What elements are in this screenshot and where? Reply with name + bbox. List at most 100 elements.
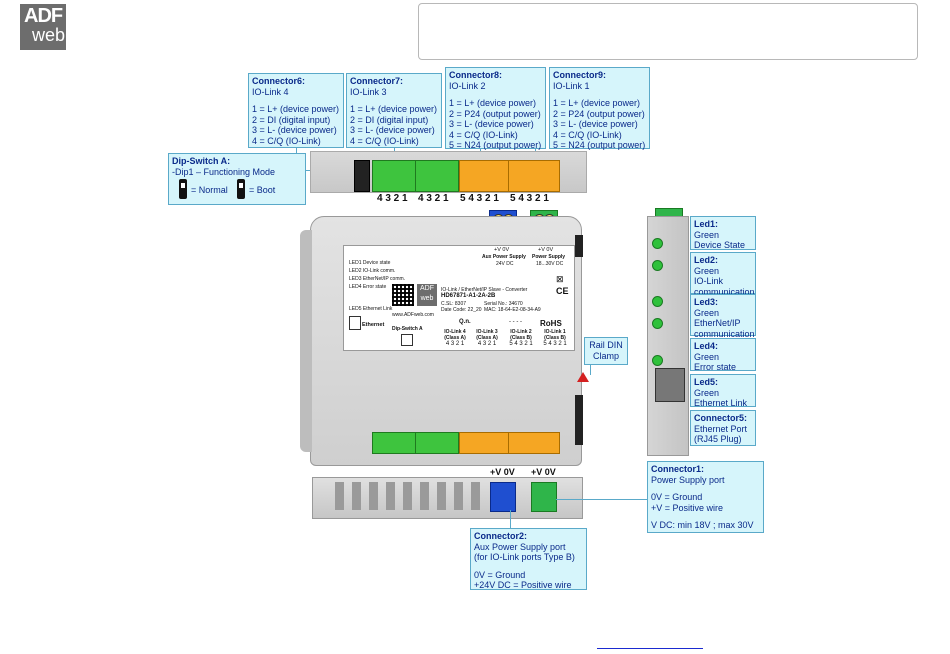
led4-line: Error state [694, 362, 737, 372]
connector8-line: 5 = N24 (output power) [449, 140, 542, 150]
connector2-line: (for IO-Link ports Type B) [474, 552, 575, 562]
connector9-line: 3 = L- (device power) [553, 119, 638, 129]
port-name: IO-Link 2 [510, 329, 532, 335]
connector2-line: Aux Power Supply port [474, 541, 566, 552]
led5-line: Ethernet Link [694, 398, 748, 408]
port-name: IO-Link 4 [444, 329, 466, 335]
label-led-text: LED4 Error state [349, 284, 387, 290]
connector6-line: 1 = L+ (device power) [252, 104, 340, 114]
mac-text: MAC: 18-64-E2-08-34-A9 [484, 307, 541, 313]
dipswitch-normal-label: = Normal [191, 185, 228, 195]
vent-slot [420, 482, 429, 510]
led2-icon [652, 260, 663, 271]
aux-voltage-text: 24V DC [496, 261, 514, 267]
led2-line: communication [694, 286, 755, 297]
connector1-callout: Connector1: Power Supply port 0V = Groun… [647, 461, 764, 533]
label-led-text: LED1 Device state [349, 260, 391, 266]
website-text: www.ADFweb.com [392, 312, 434, 318]
port-class: (Class B) [510, 335, 532, 341]
bottom-terminal-green [415, 432, 459, 454]
logo-text-adf: ADF [24, 5, 63, 27]
label-port-4: IO-Link 4 (Class A) 4 3 2 1 [440, 329, 470, 347]
ce-mark-icon: CE [556, 286, 569, 296]
connector6-line: 4 = C/Q (IO-Link) [252, 135, 321, 146]
pin-numbers-conn7: 4 3 2 1 [418, 193, 449, 204]
port-pins: 5 4 3 2 1 [509, 341, 533, 347]
connector9-line: 1 = L+ (device power) [553, 98, 641, 108]
pwr-name-text: Power Supply [532, 254, 566, 260]
connector2-line: +24V DC = Positive wire [474, 580, 572, 590]
connector9-line: 5 = N24 (output power) [553, 140, 646, 150]
footer-link-underline[interactable] [597, 648, 703, 649]
rail-clip-bottom [575, 395, 583, 445]
bottom-terminal-orange [459, 432, 509, 454]
led1-callout: Led1: Green Device State [690, 216, 756, 250]
logo-text-web: web [32, 25, 66, 45]
led1-icon [652, 238, 663, 249]
pwr-pins-label: +V 0V [531, 467, 556, 477]
connector1-note: V DC: min 18V ; max 30V [651, 520, 754, 530]
connector7-line: 2 = DI (digital input) [350, 114, 429, 125]
rail-din-callout: Rail DIN Clamp [584, 337, 628, 365]
pwr-top-text: +V 0V [538, 247, 554, 253]
connector7-title: Connector7: [350, 76, 404, 86]
connector6-line: 3 = L- (device power) [252, 125, 337, 135]
csl-text: C.SL: 8307 [441, 301, 467, 307]
connector9-line: 4 = C/Q (IO-Link) [553, 129, 622, 140]
aux-pins-label: +V 0V [490, 467, 515, 477]
connector7-subtitle: IO-Link 3 [350, 86, 387, 97]
ethernet-port-icon [349, 316, 361, 330]
connector8-title: Connector8: [449, 70, 503, 80]
vent-slot [369, 482, 378, 510]
date-code-text: Date Code: 22_20 [441, 307, 482, 313]
connector2-callout: Connector2: Aux Power Supply port (for I… [470, 528, 587, 590]
led3-line: communication [694, 328, 755, 339]
dip-boot-icon [237, 179, 245, 199]
led1-title: Led1: [694, 219, 719, 229]
led2-line: IO-Link [694, 276, 724, 286]
dip-switch[interactable] [354, 160, 370, 192]
bottom-power-supply-terminal [531, 482, 557, 512]
connector9-title: Connector9: [553, 70, 607, 80]
model-text: HD67871-A1-2A-2B [441, 293, 496, 299]
connector7-callout: Connector7: IO-Link 3 1 = L+ (device pow… [346, 73, 442, 148]
led2-title: Led2: [694, 255, 719, 265]
label-logo-adf: ADF [420, 285, 434, 292]
connector8-terminal [459, 160, 509, 192]
rail-line1: Rail DIN [589, 340, 623, 350]
rail-line2: Clamp [592, 350, 619, 361]
led1-line: Device State [694, 240, 746, 250]
bottom-terminal-green [372, 432, 416, 454]
rail-clamp-arrow-icon [577, 372, 589, 382]
device-left-edge [300, 230, 312, 452]
dipswitch-boot-label: = Boot [249, 185, 276, 195]
leader-line [590, 365, 591, 375]
dipswitch-subtitle: -Dip1 – Functioning Mode [172, 166, 276, 177]
led1-line: Green [694, 229, 720, 240]
qn-text: Q.n. [459, 319, 471, 325]
connector6-terminal [372, 160, 416, 192]
dipswitch-title: Dip-Switch A: [172, 156, 231, 166]
port-pins: 5 4 3 2 1 [543, 341, 567, 347]
connector6-line: 2 = DI (digital input) [252, 114, 331, 125]
connector5-title: Connector5: [694, 413, 748, 423]
product-text: IO-Link / EtherNet/IP Slave - Converter [441, 287, 528, 293]
rohs-text: RoHS [540, 319, 562, 328]
label-led-text: LED3 EtherNet/IP comm. [349, 276, 406, 282]
vent-slot [352, 482, 361, 510]
vent-slot [335, 482, 344, 510]
qr-code-icon [392, 284, 414, 306]
connector1-line: 0V = Ground [651, 492, 703, 502]
connector7-line: 4 = C/Q (IO-Link) [350, 135, 419, 146]
connector7-line: 3 = L- (device power) [350, 125, 435, 135]
dip-label-text: Dip-Switch A [392, 326, 423, 332]
dashes-text: - - - - [509, 319, 522, 325]
connector5-line: (RJ45 Plug) [694, 434, 742, 444]
connector6-subtitle: IO-Link 4 [252, 86, 289, 97]
led5-title: Led5: [694, 377, 719, 387]
connector8-line: 1 = L+ (device power) [449, 98, 537, 108]
dip-switch-icon [401, 334, 413, 346]
dipswitch-callout: Dip-Switch A: -Dip1 – Functioning Mode =… [168, 153, 306, 205]
weee-bin-icon: ⊠ [556, 274, 564, 284]
connector6-title: Connector6: [252, 76, 306, 86]
